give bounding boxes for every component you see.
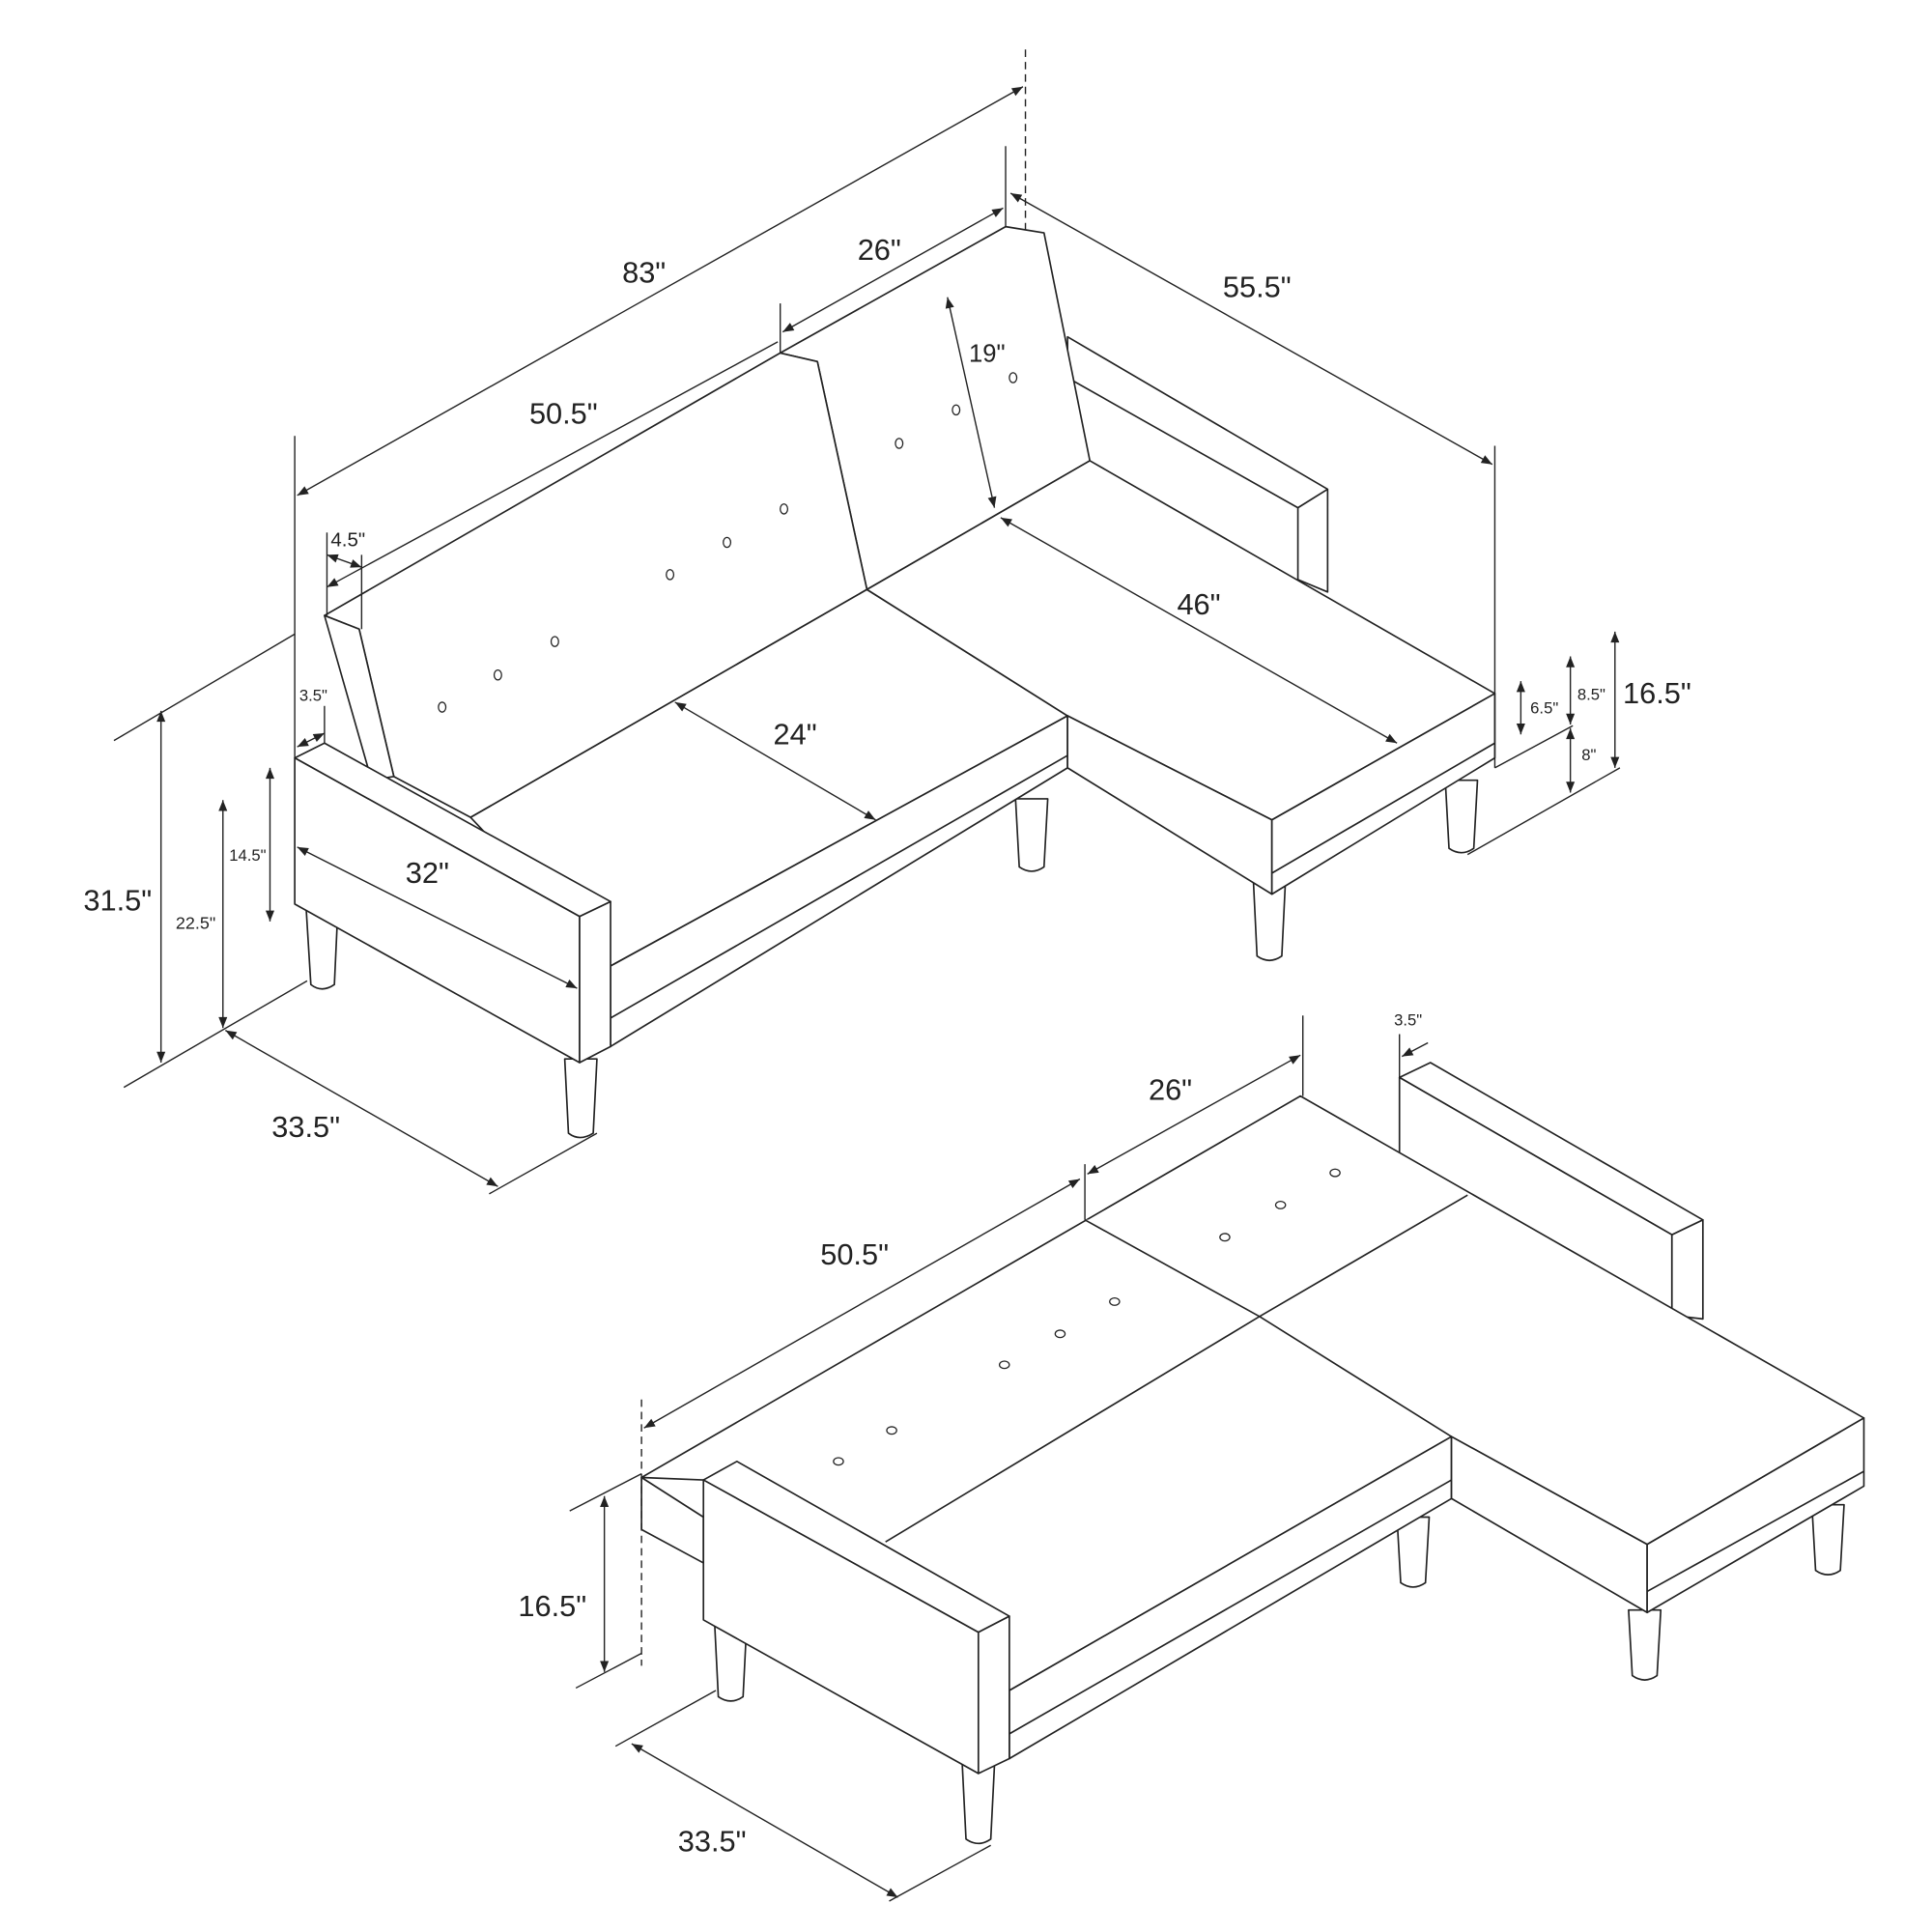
label-bed-depth: 33.5" [678,1825,747,1859]
label-chaise-seat-height: 16.5" [1623,676,1691,710]
label-leg-height: 8" [1581,746,1596,764]
label-overall-length: 83" [622,255,666,289]
bed-view: 3.5" 26" 50.5" 16.5" 33.5" [518,1011,1865,1902]
label-chaise-length: 55.5" [1223,270,1292,304]
label-chaise-seat-depth: 46" [1177,587,1220,621]
dimension-lines [113,49,1621,1195]
label-overall-height: 31.5" [83,883,152,917]
label-arm-height: 22.5" [176,914,215,933]
label-arm-top-height: 14.5" [229,846,266,865]
label-cushion-height: 6.5" [1530,698,1558,717]
sofa-view: 83" 26" 55.5" 50.5" 19" 4.5" 46" 3.5" 24… [83,49,1691,1195]
label-sofa-length: 50.5" [529,396,598,430]
label-bed-arm-width: 3.5" [1394,1011,1422,1030]
label-bed-chaise-width: 26" [1149,1072,1192,1106]
legs [713,1503,1845,1845]
label-arm-width: 3.5" [299,687,327,705]
label-back-height: 19" [969,340,1006,367]
dimension-lines [569,1015,1429,1902]
label-overall-depth: 33.5" [271,1110,340,1144]
label-back-thickness: 4.5" [330,528,365,551]
label-seat-depth: 24" [774,718,817,752]
label-bed-height: 16.5" [518,1589,586,1623]
label-bed-sofa-length: 50.5" [820,1237,889,1271]
label-chaise-width: 26" [858,233,901,267]
label-arm-length: 32" [406,856,449,890]
label-frame-height: 8.5" [1577,685,1605,703]
